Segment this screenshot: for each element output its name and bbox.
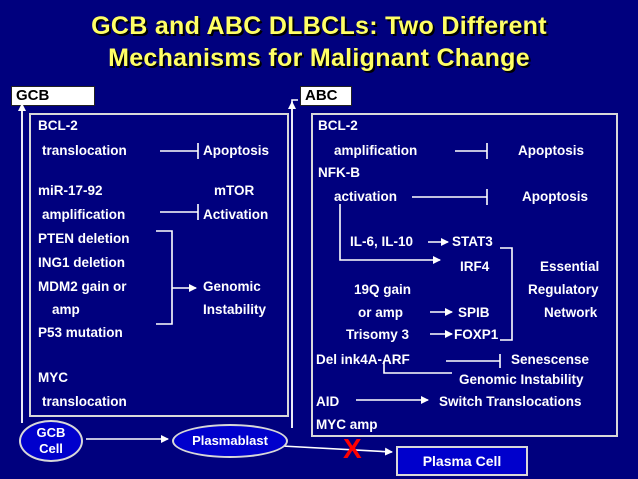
gcb-apoptosis: Apoptosis	[203, 143, 269, 158]
abc-bcl2: BCL-2	[318, 118, 358, 133]
abc-irf4: IRF4	[460, 259, 490, 274]
abc-tag: ABC	[300, 86, 352, 106]
abc-genomic-instability: Genomic Instability	[459, 372, 584, 387]
abc-trisomy: Trisomy 3	[346, 327, 410, 342]
gcb-myc: MYC	[38, 370, 68, 385]
gcb-ing1: ING1 deletion	[38, 255, 126, 270]
gcb-genomic: Genomic	[203, 279, 261, 294]
block-x-mark: X	[343, 433, 362, 464]
abc-mycamp: MYC amp	[316, 417, 378, 432]
gcb-tag: GCB	[11, 86, 95, 106]
gcb-bcl2: BCL-2	[38, 118, 78, 133]
gcb-amplification: amplification	[42, 207, 126, 222]
title-line-1: GCB and ABC DLBCLs: Two Different	[91, 12, 547, 40]
plasma-cell-node: Plasma Cell	[396, 446, 528, 476]
abc-panel	[311, 113, 618, 437]
gcb-myc-translocation: translocation	[42, 394, 127, 409]
abc-nfkb: NFK-B	[318, 165, 360, 180]
gcb-mir: miR-17-92	[38, 183, 103, 198]
abc-essential: Essential	[540, 259, 600, 274]
abc-activation: activation	[334, 189, 398, 204]
abc-network: Network	[544, 305, 598, 320]
gcb-pten: PTEN deletion	[38, 231, 130, 246]
abc-apoptosis-2: Apoptosis	[522, 189, 588, 204]
abc-aid: AID	[316, 394, 340, 409]
abc-19q: 19Q gain	[354, 282, 412, 297]
abc-il6: IL-6, IL-10	[350, 234, 414, 249]
abc-amplification: amplification	[334, 143, 418, 158]
gcb-amp: amp	[52, 302, 80, 317]
abc-delink: Del ink4A-ARF	[316, 352, 410, 367]
abc-switch: Switch Translocations	[439, 394, 582, 409]
gcb-instability: Instability	[203, 302, 267, 317]
title-line-2: Mechanisms for Malignant Change	[108, 44, 530, 72]
abc-apoptosis-1: Apoptosis	[518, 143, 584, 158]
gcb-panel	[29, 113, 289, 417]
abc-foxp1: FOXP1	[454, 327, 499, 342]
abc-regulatory: Regulatory	[528, 282, 599, 297]
gcb-activation: Activation	[203, 207, 269, 222]
plasmablast-node: Plasmablast	[172, 424, 288, 458]
gcb-mtor: mTOR	[214, 183, 255, 198]
abc-spib: SPIB	[458, 305, 490, 320]
abc-or-amp: or amp	[358, 305, 404, 320]
gcb-translocation: translocation	[42, 143, 127, 158]
gcb-cell-node: GCB Cell	[19, 420, 83, 462]
gcb-mdm2: MDM2 gain or	[38, 279, 127, 294]
gcb-p53: P53 mutation	[38, 325, 123, 340]
abc-stat3: STAT3	[452, 234, 493, 249]
abc-senescense: Senescense	[511, 352, 590, 367]
